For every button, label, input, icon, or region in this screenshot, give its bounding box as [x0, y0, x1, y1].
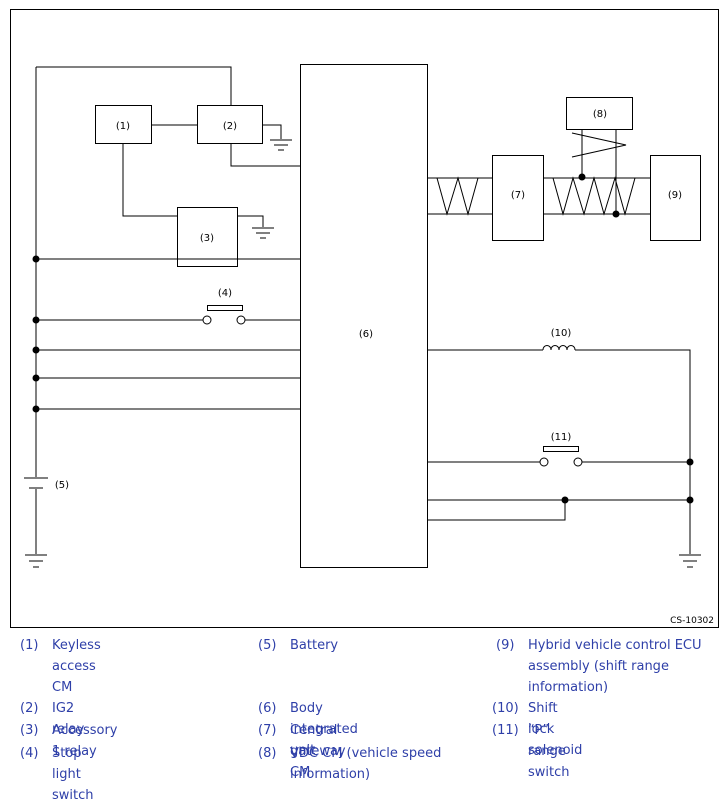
label-5: (5): [55, 480, 69, 491]
label-3: (3): [200, 233, 214, 244]
junction-dot: [612, 210, 620, 218]
p-switch-contact-left: [539, 457, 549, 467]
label-7: (7): [511, 190, 525, 201]
wire-2-to-6: [230, 143, 300, 167]
legend: (1) Keyless access CM (2) IG2 relay (3) …: [0, 632, 726, 803]
stop-light-switch-bar: [207, 305, 243, 311]
hybrid-ecu-box: [650, 155, 701, 241]
legend-num: (10): [492, 701, 519, 716]
stop-switch-contact-right: [236, 315, 246, 325]
junction-dot: [686, 496, 694, 504]
label-8: (8): [593, 109, 607, 120]
accessory-relay-box: [177, 207, 238, 267]
junction-dot: [32, 405, 40, 413]
label-10: (10): [551, 328, 572, 339]
junction-dot: [578, 173, 586, 181]
junction-dot: [686, 458, 694, 466]
acc-ground-symbol: [252, 227, 274, 239]
label-4: (4): [218, 288, 232, 299]
junction-dot: [32, 255, 40, 263]
junction-dot: [32, 374, 40, 382]
stop-switch-contact-left: [202, 315, 212, 325]
wiring-diagram: (1) (2) (3) (4) (5) (6) (7) (8): [10, 9, 719, 628]
figure-id: CS-10302: [670, 616, 714, 626]
label-6: (6): [359, 329, 373, 340]
legend-text: VDC CM (vehicle speed information): [290, 746, 442, 782]
legend-num: (2): [20, 701, 39, 716]
junction-dot: [32, 316, 40, 324]
vdc-twist: [571, 132, 627, 158]
battery-ground-symbol: [25, 554, 47, 568]
legend-text: Keyless access CM: [52, 638, 101, 695]
right-ground-symbol: [679, 554, 701, 568]
legend-text: Battery: [290, 638, 339, 653]
legend-text: Body integrated unit: [290, 701, 358, 758]
vdc-cm-box: [566, 97, 633, 130]
legend-num: (3): [20, 723, 39, 738]
can-twist-6-7: [436, 176, 479, 216]
junction-dot: [32, 346, 40, 354]
legend-num: (7): [258, 723, 277, 738]
legend-num: (11): [492, 723, 519, 738]
legend-num: (5): [258, 638, 277, 653]
legend-text: Shift lock solenoid: [528, 701, 583, 758]
solenoid-wire-right: [575, 349, 691, 554]
legend-text: IG2 relay: [52, 701, 85, 737]
diagram-frame: [10, 9, 719, 628]
legend-num: (9): [496, 638, 515, 653]
legend-text: “P” range switch: [528, 723, 570, 780]
junction-dot: [561, 496, 569, 504]
legend-num: (8): [258, 746, 277, 761]
body-integrated-unit-box: [300, 64, 428, 568]
battery-symbol: [24, 477, 48, 554]
central-gateway-cm-box: [492, 155, 544, 241]
acc-ground-wire: [237, 215, 264, 227]
wire-520: [427, 500, 566, 521]
p-range-switch-bar: [543, 446, 579, 452]
label-2: (2): [223, 121, 237, 132]
wire-1-to-3: [122, 143, 177, 217]
label-9: (9): [668, 190, 682, 201]
label-11: (11): [551, 432, 572, 443]
p-switch-contact-right: [573, 457, 583, 467]
legend-text: Stop light switch: [52, 746, 94, 803]
legend-num: (6): [258, 701, 277, 716]
legend-num: (4): [20, 746, 39, 761]
keyless-access-cm-box: [95, 105, 152, 144]
ig2-ground-wire: [262, 124, 282, 139]
legend-num: (1): [20, 638, 39, 653]
shift-lock-solenoid-coil: [542, 345, 576, 351]
top-wire-to-ig2: [36, 66, 232, 105]
ig2-ground-symbol: [270, 139, 292, 151]
legend-text: Accessory 1 relay: [52, 723, 118, 759]
label-1: (1): [116, 121, 130, 132]
can-twist-7-9: [552, 176, 636, 216]
legend-text: Central gateway CM: [290, 723, 346, 780]
legend-text: Hybrid vehicle control ECU assembly (shi…: [528, 638, 702, 695]
